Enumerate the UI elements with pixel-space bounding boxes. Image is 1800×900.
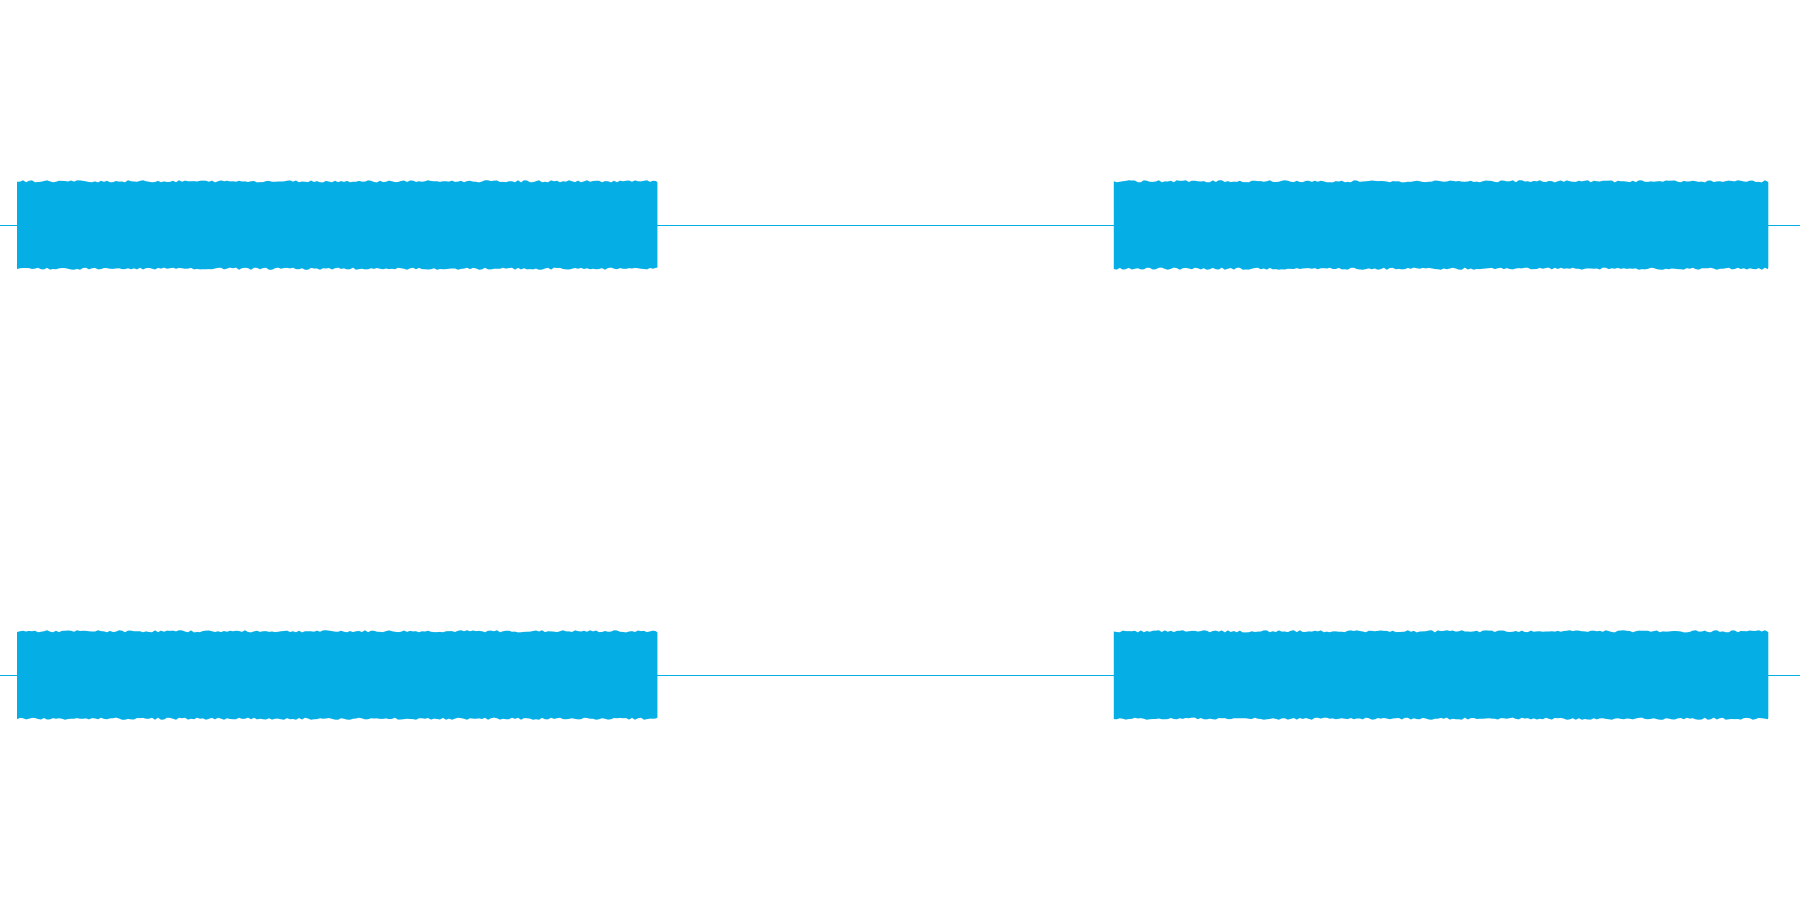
- waveform-burst: [17, 180, 658, 270]
- waveform-burst: [1113, 180, 1769, 270]
- waveform-channel-2: [0, 630, 1800, 720]
- waveform-burst: [1113, 630, 1769, 720]
- waveform-burst: [17, 630, 658, 720]
- waveform-channel-1: [0, 180, 1800, 270]
